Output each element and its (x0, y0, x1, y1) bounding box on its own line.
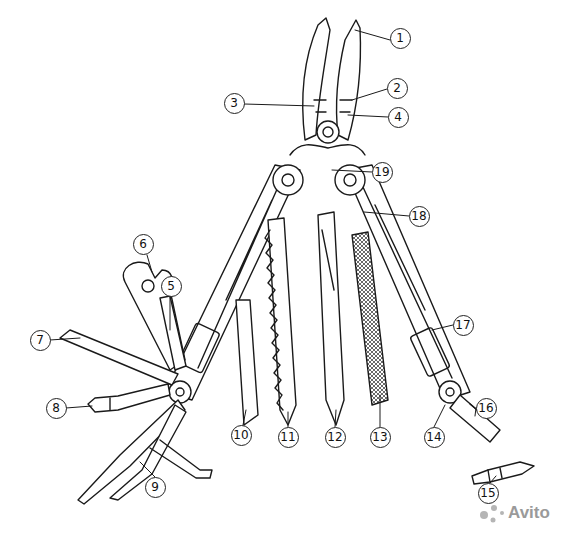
callout-number: 4 (388, 107, 409, 128)
callout-number: 18 (409, 206, 430, 227)
callout-number: 1 (390, 28, 411, 49)
callout-number: 19 (372, 162, 393, 183)
callout-number: 10 (231, 425, 252, 446)
callout-number: 17 (453, 315, 474, 336)
callout-number: 12 (325, 427, 346, 448)
callout-number: 13 (370, 427, 391, 448)
callout-number: 8 (46, 398, 67, 419)
callout-number: 11 (278, 427, 299, 448)
callout-number: 7 (30, 330, 51, 351)
callout-number: 6 (133, 234, 154, 255)
callout-number: 2 (387, 78, 408, 99)
callout-number: 16 (476, 398, 497, 419)
callout-number: 15 (478, 483, 499, 504)
callout-number: 14 (424, 427, 445, 448)
callout-number: 5 (161, 276, 182, 297)
callout-number: 3 (224, 93, 245, 114)
callout-number: 9 (145, 477, 166, 498)
watermark: Avito (508, 503, 550, 523)
